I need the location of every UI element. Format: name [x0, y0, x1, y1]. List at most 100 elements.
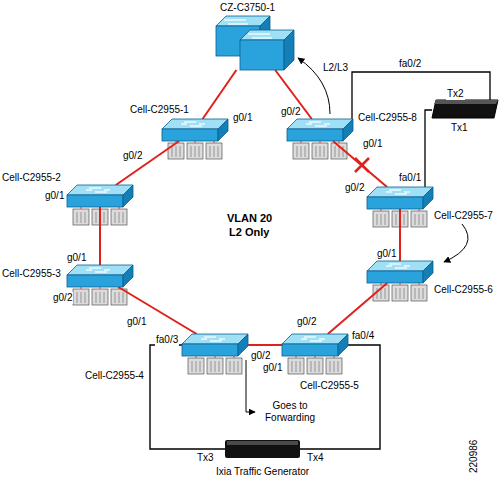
face-side — [238, 334, 248, 356]
controller-rack — [73, 289, 89, 305]
rack-slot — [115, 292, 116, 303]
switch-arrow — [301, 338, 307, 339]
rack-slot — [415, 288, 416, 299]
rack-slot — [195, 146, 196, 157]
blocked-link-x — [355, 158, 369, 172]
generator-box — [225, 440, 300, 458]
ring-link — [399, 209, 401, 261]
switch-icon — [287, 119, 353, 141]
device-name: Cell-C2955-4 — [85, 370, 144, 382]
switch-arrow — [389, 189, 401, 190]
switch-icon — [367, 261, 433, 283]
network-switch: Cell-C2955-8 — [287, 119, 353, 141]
rack-slot — [85, 292, 86, 303]
rack-slot — [123, 292, 124, 303]
switch-arrow — [190, 125, 202, 126]
controller-rack — [187, 143, 203, 159]
controller-rack — [293, 143, 309, 159]
switch-arrow — [95, 191, 107, 192]
controller-rack — [373, 211, 389, 227]
rack-slot — [292, 361, 293, 372]
rack-slot — [96, 212, 97, 223]
ring-link — [248, 344, 282, 346]
device-name: CZ-C3750-1 — [220, 2, 275, 14]
port-label: Tx4 — [306, 452, 325, 464]
rack-slot — [199, 146, 200, 157]
switch-arrow — [315, 125, 327, 126]
network-switch: Cell-C2955-3 — [67, 265, 133, 287]
face-side — [423, 261, 433, 283]
rack-slot — [419, 288, 420, 299]
rack-slot — [404, 214, 405, 225]
device-name: Cell-C2955-5 — [300, 380, 359, 392]
rack-slot — [316, 146, 317, 157]
rack-slot — [123, 212, 124, 223]
rack-slot — [400, 288, 401, 299]
face-front — [240, 40, 284, 70]
port-label: fa0/2 — [398, 58, 422, 70]
face-top — [67, 185, 133, 195]
switch-icon — [67, 185, 133, 207]
rack-slot — [404, 288, 405, 299]
network-switch: Cell-C2955-2 — [67, 185, 133, 207]
rack-slot — [218, 146, 219, 157]
figure-number: 220986 — [468, 439, 480, 474]
port-label: g0/2 — [280, 106, 301, 118]
rack-slot — [77, 292, 78, 303]
switch-arrow — [184, 121, 196, 122]
rack-slot — [301, 146, 302, 157]
switch-arrow — [386, 265, 392, 266]
rack-slot — [381, 214, 382, 225]
rack-slot — [96, 292, 97, 303]
controller-rack — [226, 358, 242, 374]
face-front — [67, 195, 123, 207]
rack-slot — [396, 288, 397, 299]
rack-slot — [324, 146, 325, 157]
device-name: Ixia Traffic Generator — [207, 466, 318, 478]
switch-arrow — [219, 338, 225, 339]
switch-arrow — [252, 37, 272, 38]
port-label: L2/L3 — [322, 62, 349, 74]
face-side — [284, 30, 294, 70]
switch-icon — [67, 265, 133, 287]
switch-arrow — [306, 123, 312, 124]
controller-rack — [73, 209, 89, 225]
switch-arrow — [389, 263, 401, 264]
face-side — [123, 265, 133, 287]
controller-rack — [307, 358, 323, 374]
controller-rack — [411, 211, 427, 227]
controller-rack — [207, 358, 223, 374]
rack-slot — [196, 361, 197, 372]
switch-arrow — [248, 33, 270, 34]
face-front — [367, 271, 423, 283]
rack-slot — [315, 361, 316, 372]
device-name: Cell-C2955-2 — [2, 172, 61, 184]
port-label: Tx3 — [196, 452, 215, 464]
switch-arrow — [86, 269, 92, 270]
rack-slot — [423, 288, 424, 299]
switch-icon — [367, 187, 433, 209]
ring-link — [328, 283, 387, 334]
switch-arrow — [404, 191, 410, 192]
forwarding-arrow — [246, 360, 255, 412]
face-side — [218, 119, 228, 141]
switch-arrow — [181, 123, 187, 124]
rack-slot — [192, 361, 193, 372]
port-label: g0/2 — [250, 350, 271, 362]
device-name: Cell-C2955-3 — [2, 268, 61, 280]
controller-rack — [288, 358, 304, 374]
switch-arrow — [404, 265, 410, 266]
face-front — [282, 344, 338, 356]
rack-slot — [119, 292, 120, 303]
rack-slot — [230, 361, 231, 372]
controller-rack — [326, 358, 342, 374]
switch-arrow — [324, 123, 330, 124]
switch-arrow — [228, 23, 248, 24]
face-top — [282, 334, 348, 344]
face-front — [67, 275, 123, 287]
traffic-generator-box — [432, 100, 498, 118]
port-label: g0/2 — [52, 292, 73, 304]
face-top — [162, 119, 228, 129]
controller-rack — [111, 209, 127, 225]
